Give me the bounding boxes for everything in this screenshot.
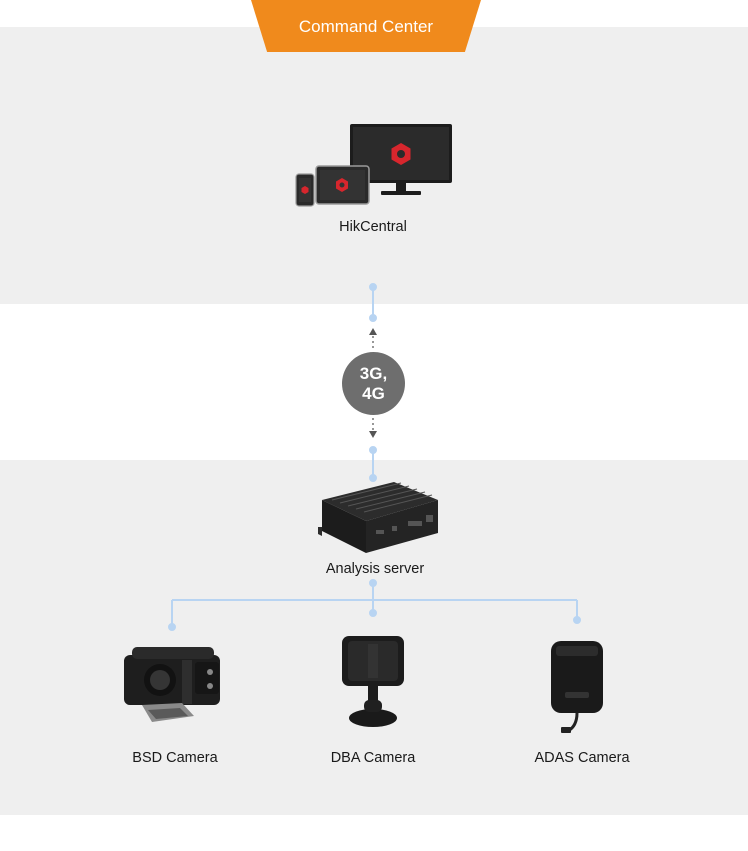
connector-dot [369, 283, 377, 291]
connector-lines [168, 283, 581, 631]
command-center-title: Command Center [298, 17, 434, 36]
command-center-tab [251, 0, 481, 52]
arrow-up-icon [369, 328, 377, 335]
mobile-dvr-icon [318, 482, 438, 553]
connector-dot [369, 474, 377, 482]
bsd-camera-label: BSD Camera [132, 750, 218, 766]
adas-camera-label: ADAS Camera [534, 750, 630, 766]
dba-camera-icon [342, 636, 404, 727]
network-arrows [369, 328, 377, 438]
dba-camera-label: DBA Camera [330, 750, 416, 766]
monitor-tablet-phone-icon [295, 124, 452, 207]
connector-dot [369, 579, 377, 587]
adas-camera-icon [551, 641, 603, 733]
network-badge: 3G, 4G [342, 352, 405, 415]
network-line-1: 3G, [359, 363, 388, 383]
connector-dot [369, 446, 377, 454]
server-label: Analysis server [325, 561, 425, 577]
arrow-down-icon [369, 431, 377, 438]
connector-dot [168, 623, 176, 631]
network-line-2: 4G [362, 383, 385, 403]
bsd-camera-icon [124, 647, 220, 722]
platform-label: HikCentral [339, 219, 407, 235]
connector-dot [369, 609, 377, 617]
connector-dot [369, 314, 377, 322]
connector-dot [573, 616, 581, 624]
